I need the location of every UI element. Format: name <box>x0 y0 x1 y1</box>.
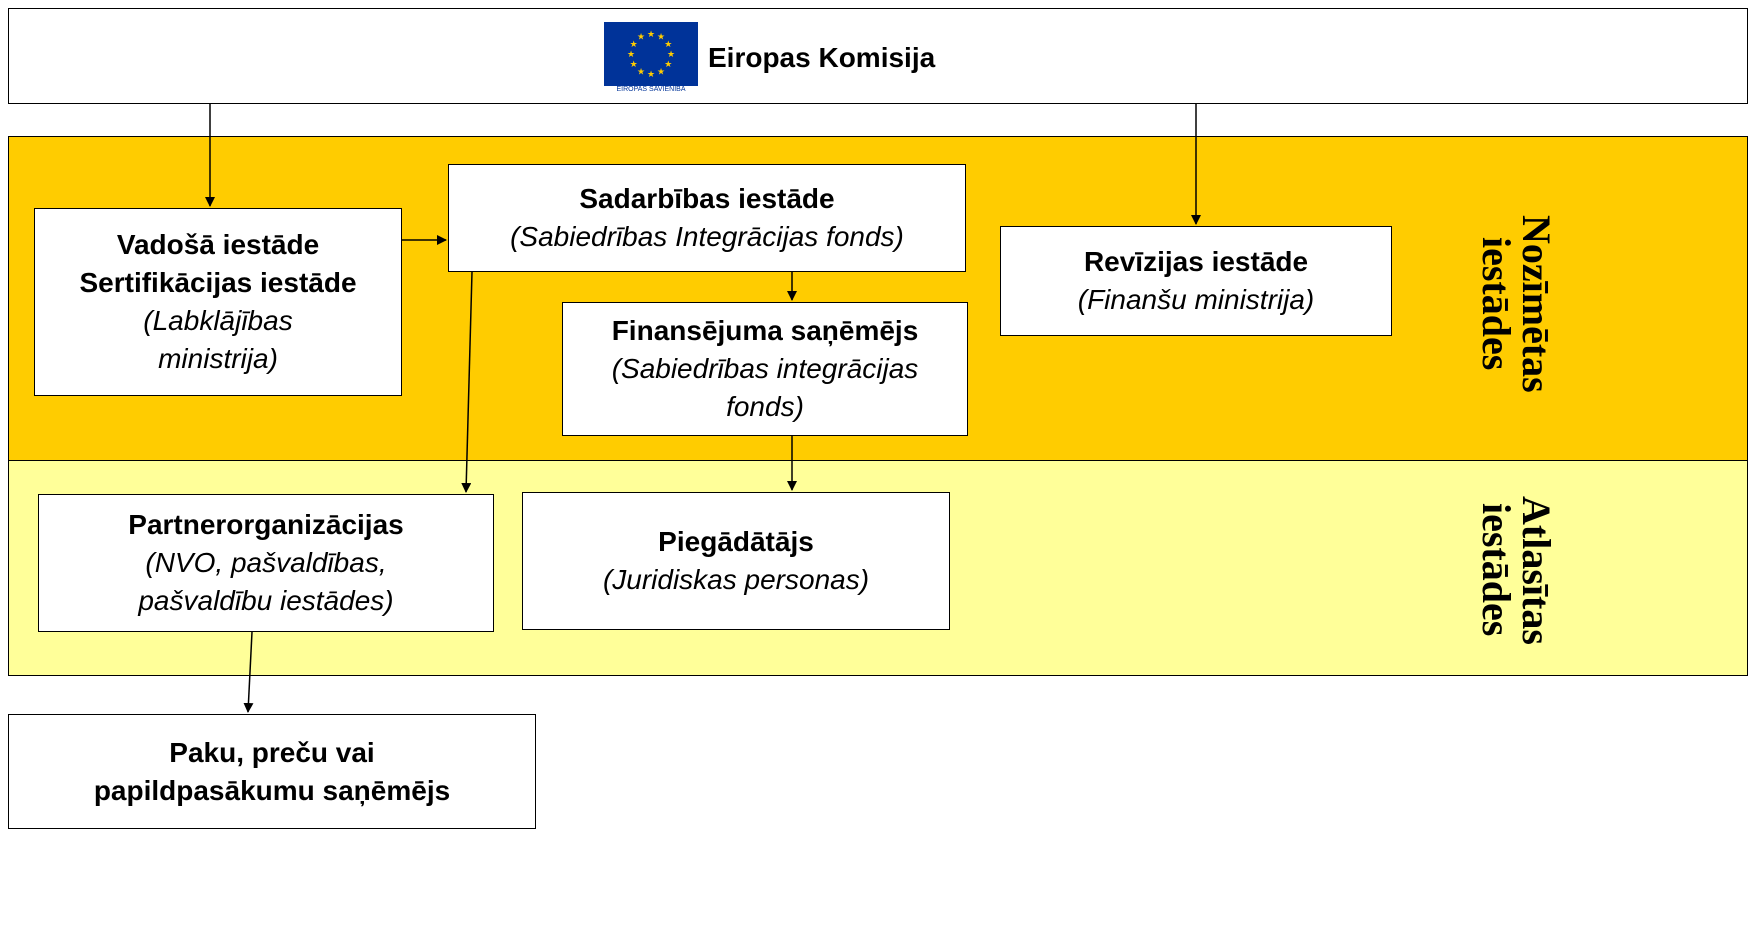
audit-authority-title: Revīzijas iestāde <box>1083 246 1309 277</box>
designated-label: Nozīmētas iestādes <box>1474 184 1559 424</box>
commission-banner <box>8 8 1748 104</box>
cooperation-body-sub: (Sabiedrības Integrācijas fonds) <box>510 221 904 252</box>
eu-star: ★ <box>667 49 675 59</box>
eu-star: ★ <box>630 39 638 49</box>
eu-flag-icon: ★★★★★★★★★★★★ <box>604 22 698 86</box>
eu-logo: ★★★★★★★★★★★★ EIROPAS SAVIENĪBA <box>604 22 698 98</box>
eu-logo-caption: EIROPAS SAVIENĪBA <box>616 86 686 93</box>
beneficiary-box: Finansējuma saņēmējs (Sabiedrības integr… <box>562 302 968 436</box>
managing-authority-sub-2: ministrija) <box>158 343 278 374</box>
audit-authority-sub: (Finanšu ministrija) <box>1077 284 1315 315</box>
eu-star: ★ <box>657 66 665 76</box>
eu-star: ★ <box>647 29 655 39</box>
partner-organizations-box: Partnerorganizācijas (NVO, pašvaldības, … <box>38 494 494 632</box>
eu-star: ★ <box>627 49 635 59</box>
beneficiary-sub-2: fonds) <box>726 391 804 422</box>
partner-organizations-sub-1: (NVO, pašvaldības, <box>145 547 387 578</box>
eu-star: ★ <box>637 32 645 42</box>
supplier-title: Piegādātājs <box>658 526 814 557</box>
eu-star: ★ <box>647 69 655 79</box>
aid-recipient-title-1: Paku, preču vai <box>169 736 375 768</box>
designated-label-line1: Nozīmētas <box>1514 215 1559 393</box>
cooperation-body-title: Sadarbības iestāde <box>579 183 835 214</box>
partner-organizations-title: Partnerorganizācijas <box>128 509 404 540</box>
managing-authority-sub-1: (Labklājības <box>143 305 293 336</box>
aid-recipient-box: Paku, preču vai papildpasākumu saņēmējs <box>8 714 536 829</box>
selected-label: Atlasītas iestādes <box>1474 470 1559 670</box>
supplier-box: Piegādātājs (Juridiskas personas) <box>522 492 950 630</box>
eu-star: ★ <box>664 59 672 69</box>
partner-organizations-sub-2: pašvaldību iestādes) <box>138 585 394 616</box>
eu-star: ★ <box>657 32 665 42</box>
managing-authority-title: Vadošā iestāde <box>116 229 320 260</box>
commission-title: Eiropas Komisija <box>708 42 936 73</box>
cooperation-body-box: Sadarbības iestāde (Sabiedrības Integrāc… <box>448 164 966 272</box>
eu-star: ★ <box>630 59 638 69</box>
certifying-authority-title: Sertifikācijas iestāde <box>79 267 357 298</box>
arrow-partners-to-recipient <box>243 631 254 713</box>
supplier-sub: (Juridiskas personas) <box>602 564 870 595</box>
eu-star: ★ <box>664 39 672 49</box>
selected-label-line2: iestādes <box>1474 503 1519 637</box>
audit-authority-box: Revīzijas iestāde (Finanšu ministrija) <box>1000 226 1392 336</box>
arrow-cooperation-to-partners <box>461 271 473 493</box>
managing-authority-box: Vadošā iestāde Sertifikācijas iestāde (L… <box>34 208 402 396</box>
beneficiary-sub-1: (Sabiedrības integrācijas <box>611 353 919 384</box>
selected-label-line1: Atlasītas <box>1514 495 1559 645</box>
aid-recipient-title-2: papildpasākumu saņēmējs <box>93 774 451 806</box>
designated-label-line2: iestādes <box>1474 237 1519 371</box>
eu-star: ★ <box>637 66 645 76</box>
beneficiary-title: Finansējuma saņēmējs <box>611 315 919 346</box>
